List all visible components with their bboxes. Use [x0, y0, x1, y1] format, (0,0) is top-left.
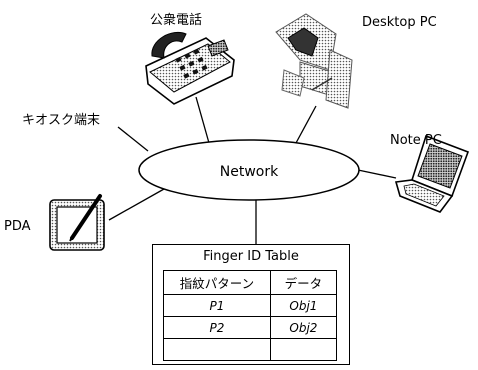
- public-phone-icon: [145, 32, 235, 105]
- note-pc-icon: [394, 134, 470, 213]
- cell-pattern: P2: [163, 316, 271, 339]
- pda-icon: [49, 194, 105, 251]
- pda-label: PDA: [4, 219, 31, 234]
- cell-data: Obj2: [269, 316, 338, 339]
- public-phone-label: 公衆電話: [150, 12, 202, 28]
- link-note: [357, 169, 397, 179]
- finger-id-grid: 指紋パターン データ P1 Obj1 P2 Obj2: [163, 270, 338, 361]
- cell-pattern: [163, 338, 271, 361]
- network-ellipse: [138, 139, 360, 201]
- network-label: Network: [220, 164, 279, 180]
- link-phone: [195, 96, 210, 144]
- table-row: [163, 338, 338, 361]
- note-pc-label: Note PC: [390, 133, 442, 148]
- table-title: Finger ID Table: [203, 249, 299, 264]
- finger-id-table: Finger ID Table 指紋パターン データ P1 Obj1 P2 Ob…: [152, 244, 350, 365]
- desktop-pc-label: Desktop PC: [362, 15, 437, 30]
- table-row: P2 Obj2: [163, 316, 338, 339]
- cell-pattern: P1: [163, 294, 271, 317]
- cell-data: [269, 338, 338, 361]
- link-desktop: [295, 105, 317, 144]
- table-header-row: 指紋パターン データ: [163, 270, 338, 295]
- header-data: データ: [269, 270, 338, 295]
- link-kiosk: [117, 126, 149, 152]
- link-pda: [108, 188, 165, 221]
- cell-data: Obj1: [269, 294, 338, 317]
- header-fingerprint-pattern: 指紋パターン: [163, 270, 271, 295]
- kiosk-label: キオスク端末: [22, 113, 100, 128]
- table-row: P1 Obj1: [163, 294, 338, 317]
- desktop-pc-icon: [275, 13, 353, 109]
